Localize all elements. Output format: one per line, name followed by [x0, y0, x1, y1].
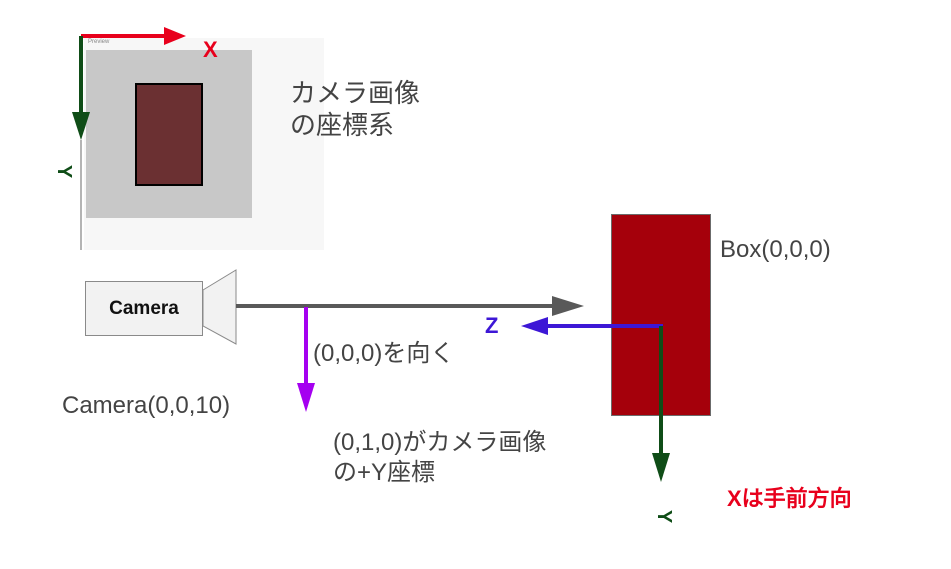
camera-image-label-line1: カメラ画像 [290, 78, 421, 108]
box-y-axis-label: Y [653, 509, 676, 524]
up-vector-label: (0,1,0)がカメラ画像 の+Y座標 [333, 428, 546, 488]
up-vector-label-line1: (0,1,0)がカメラ画像 [333, 429, 547, 456]
x-direction-note: Xは手前方向 [727, 486, 852, 511]
x-axis-label: X [203, 37, 218, 62]
box-position-label: Box(0,0,0) [720, 236, 831, 263]
preview-y-axis-arrowhead [72, 112, 90, 140]
up-vector-arrowhead [297, 383, 315, 412]
camera-image-coord-label: カメラ画像 の座標系 [290, 77, 420, 141]
z-axis-label: Z [485, 313, 499, 338]
view-ray-arrowhead [552, 296, 584, 316]
camera-lens-icon [202, 269, 237, 345]
box-z-axis-arrowhead [521, 317, 548, 335]
camera-position-label: Camera(0,0,10) [62, 392, 231, 419]
preview-box [135, 83, 203, 186]
look-at-label: (0,0,0)を向く [313, 340, 455, 367]
preview-x-axis-arrowhead [164, 27, 186, 45]
camera-body: Camera [85, 281, 203, 336]
preview-y-axis-label: Y [53, 164, 76, 179]
preview-title: Preview [88, 39, 110, 45]
camera-image-label-line2: の座標系 [290, 110, 395, 140]
up-vector-label-line2: の+Y座標 [333, 459, 436, 486]
box-y-axis-arrowhead [652, 453, 670, 482]
